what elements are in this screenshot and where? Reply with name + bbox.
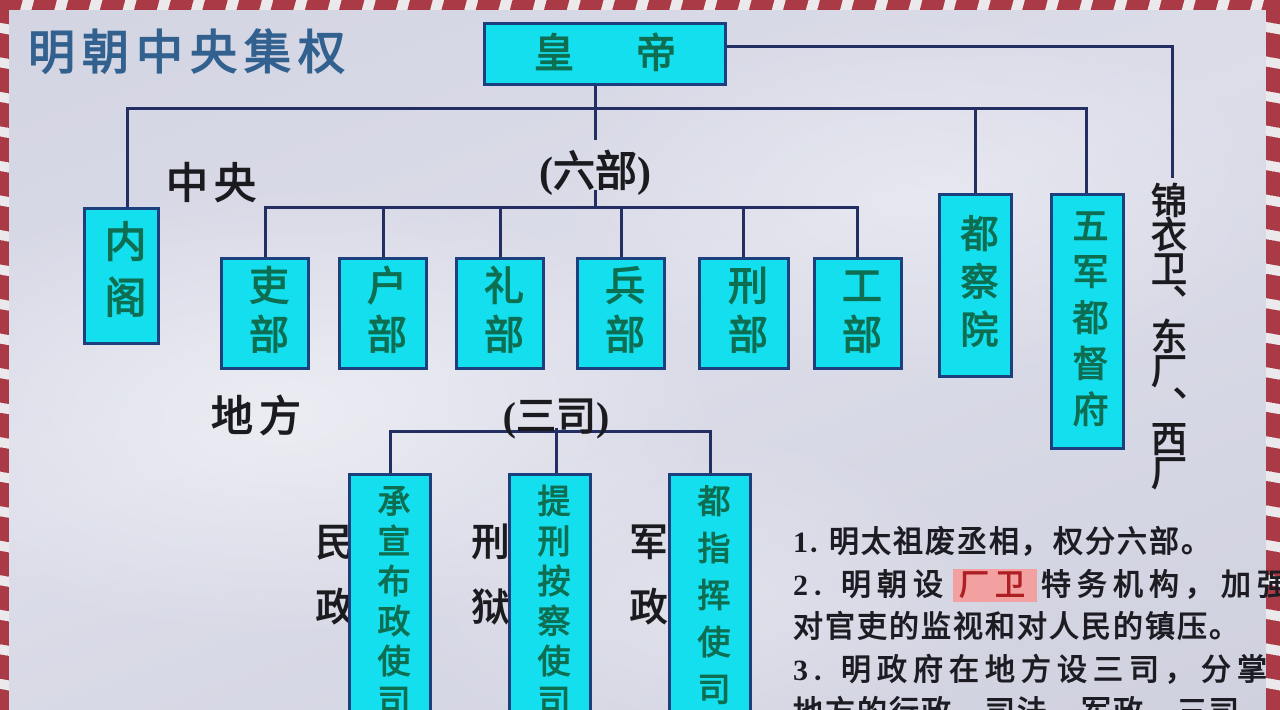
ministry-box: 工部	[813, 257, 903, 370]
ministry-box: 礼部	[455, 257, 545, 370]
commission-box: 提刑按察使司	[508, 473, 592, 710]
connector-line	[727, 45, 1174, 48]
cabinet-box: 内阁	[83, 207, 160, 345]
commission-box: 承宣布政使司	[348, 473, 432, 710]
censorate-label: 都察院	[954, 213, 996, 358]
striped-border-right	[1266, 0, 1280, 710]
connector-line	[856, 206, 859, 259]
connector-line	[594, 86, 597, 109]
three-commissions-label: (三司)	[502, 394, 610, 439]
note-line: 对官吏的监视和对人民的镇压。	[793, 611, 1241, 644]
ministry-label: 吏部	[243, 264, 288, 363]
five-army-box: 五军都督府	[1050, 193, 1125, 450]
connector-line	[709, 430, 712, 475]
striped-border-top	[0, 0, 1280, 10]
connector-line	[620, 206, 623, 259]
note-line: 2. 明朝设厂卫特务机构，加强	[793, 565, 1280, 608]
connector-line	[1171, 45, 1174, 178]
connector-line	[264, 206, 267, 259]
highlight-term: 厂卫	[953, 568, 1037, 602]
connector-line	[382, 206, 385, 259]
ministry-box: 吏部	[220, 257, 310, 370]
duty-label-civil: 民政	[309, 522, 351, 652]
ministry-box: 兵部	[576, 257, 666, 370]
commission-box: 都指挥使司	[668, 473, 752, 710]
secret-service-label: 锦衣卫、东厂、西厂	[1146, 182, 1186, 488]
local-section-label: 地方	[211, 395, 308, 441]
commission-label: 承宣布政使司	[372, 484, 408, 710]
censorate-box: 都察院	[938, 193, 1013, 378]
connector-line	[1085, 107, 1088, 195]
connector-line	[499, 206, 502, 259]
six-ministries-label: (六部)	[539, 150, 651, 196]
ministry-box: 刑部	[698, 257, 790, 370]
note-line: 1. 明太祖废丞相，权分六部。	[793, 526, 1213, 559]
connector-line	[974, 107, 977, 195]
ministry-label: 工部	[836, 264, 881, 363]
duty-label-justice: 刑狱	[465, 522, 507, 652]
ministry-label: 礼部	[478, 264, 523, 363]
connector-line	[126, 107, 1088, 110]
ministry-box: 户部	[338, 257, 428, 370]
emperor-box: 皇帝	[483, 22, 727, 86]
connector-line	[555, 428, 558, 475]
duty-label-military: 军政	[623, 522, 665, 652]
five-army-label: 五军都督府	[1067, 206, 1108, 437]
connector-line	[594, 107, 597, 140]
note-line: 地方的行政、司法、军政，三司	[793, 692, 1253, 710]
note-text: 特务机构，加强	[1041, 568, 1280, 602]
notes-block: 1. 明太祖废丞相，权分六部。 2. 明朝设厂卫特务机构，加强 对官吏的监视和对…	[793, 522, 1280, 710]
connector-line	[126, 107, 129, 209]
commission-label: 都指挥使司	[692, 484, 728, 710]
page-title: 明朝中央集权	[28, 26, 352, 79]
commission-label: 提刑按察使司	[532, 484, 568, 710]
central-section-label: 中央	[166, 162, 263, 208]
connector-line	[264, 206, 859, 209]
striped-border-left	[0, 0, 9, 710]
cabinet-label: 内阁	[98, 220, 144, 332]
ministry-label: 兵部	[599, 264, 644, 363]
ministry-label: 户部	[361, 264, 406, 363]
connector-line	[594, 190, 597, 209]
connector-line	[389, 430, 711, 433]
connector-line	[742, 206, 745, 259]
connector-line	[389, 430, 392, 475]
note-text: 2. 明朝设	[793, 568, 949, 602]
note-line: 3. 明政府在地方设三司，分掌	[793, 653, 1273, 687]
ministry-label: 刑部	[722, 264, 767, 363]
